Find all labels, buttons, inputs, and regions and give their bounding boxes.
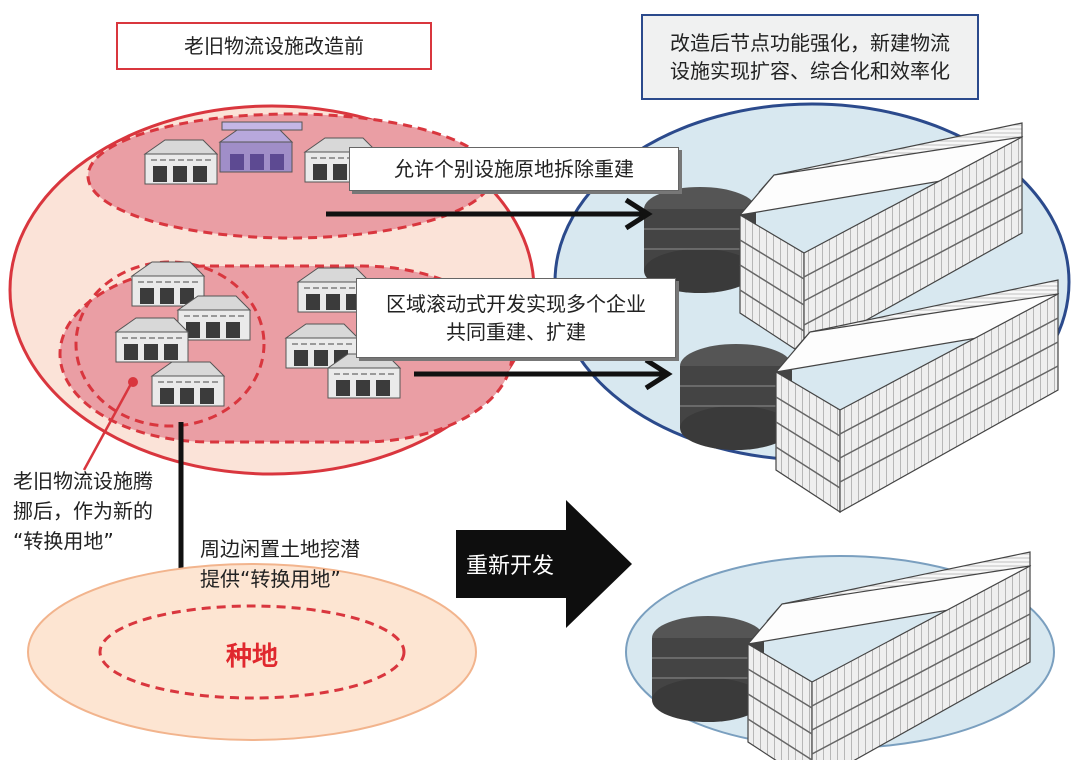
redevelopment-arrow (456, 500, 632, 628)
redevelopment-label: 重新开发 (466, 554, 555, 579)
highlighted-warehouse-icon (219, 127, 293, 173)
farmland-zone (27, 563, 477, 741)
warehouse-roof-icon (221, 121, 303, 131)
farmland-label: 种地 (226, 642, 279, 672)
vacated-land-note: 老旧物流设施腾 挪后，作为新的 “转换用地” (13, 469, 153, 553)
rolling-label-text: 区域滚动式开发实现多个企业 共同重建、扩建 (386, 292, 646, 344)
rebuild-arrowhead-icon (624, 197, 653, 231)
pointer-line (82, 381, 134, 471)
surrounding-land-note: 周边闲置土地挖潜 提供“转换用地” (200, 537, 360, 591)
rolling-label: 区域滚动式开发实现多个企业 共同重建、扩建 (356, 278, 676, 358)
warehouse-icon (115, 317, 189, 363)
before-title: 老旧物流设施改造前 (116, 22, 432, 70)
pointer-dot (128, 377, 138, 387)
rebuild-label: 允许个别设施原地拆除重建 (349, 147, 679, 191)
after-title: 改造后节点功能强化，新建物流 设施实现扩容、综合化和效率化 (641, 14, 979, 100)
after-title-text: 改造后节点功能强化，新建物流 设施实现扩容、综合化和效率化 (670, 31, 950, 83)
farmland-inner (98, 604, 406, 700)
rolling-arrowhead-icon (644, 357, 673, 391)
warehouse-icon (327, 353, 401, 399)
vacated-cluster (74, 260, 266, 428)
warehouse-icon (177, 295, 251, 341)
warehouse-icon (144, 139, 218, 185)
warehouse-icon (151, 361, 225, 407)
